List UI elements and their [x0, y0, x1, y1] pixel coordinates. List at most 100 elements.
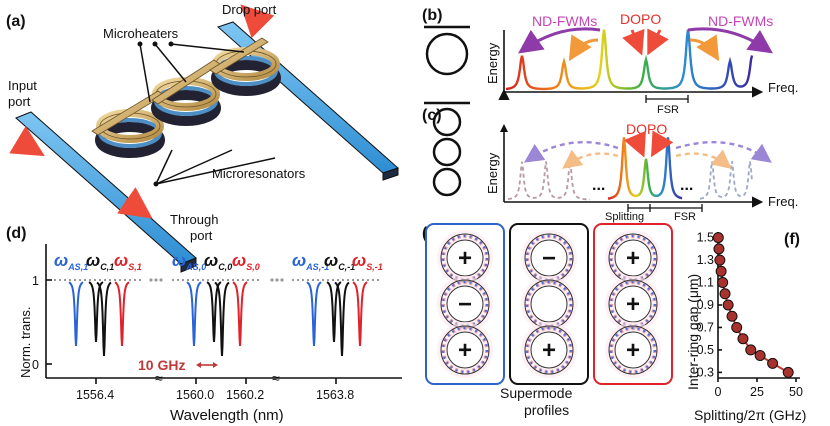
panel-f: (f) Inter-ring gap (μm) 1.5 1.3 1.1 0.9 0.7 0…: [685, 231, 806, 423]
input-arrow: [9, 125, 45, 157]
c-side-spectrum-left: [507, 161, 590, 201]
panel-d-label: (d): [6, 225, 26, 242]
b-freq-label: Freq.: [768, 80, 798, 95]
f-point-9: [737, 333, 749, 345]
c-arrow-orange-left: [562, 149, 619, 169]
d-dip-0-1: [88, 281, 104, 343]
f-ylabel: Inter-ring gap (μm): [685, 274, 701, 390]
f-point-6: [722, 299, 734, 311]
c-freq-label: Freq.: [768, 194, 798, 209]
d-label-1-c: ωC,0: [204, 251, 232, 272]
microheater-ring-2: [151, 77, 221, 126]
d-label-1-s: ωS,0: [232, 251, 260, 272]
d-xtick-3: 1560.2: [226, 388, 264, 402]
b-orange-arrow-left: [568, 34, 599, 62]
c-ellipsis-right: ...: [680, 177, 693, 194]
e-sign-0-0: +: [458, 245, 472, 272]
d-dip-1-1: [206, 281, 222, 343]
f-ytick-3: 0.9: [697, 298, 714, 312]
d-ytick-1: 1: [32, 274, 39, 288]
d-dip-2-3: [352, 281, 368, 347]
c-energy-label: Energy: [485, 152, 500, 194]
f-point-0: [712, 232, 724, 244]
triple-ring-icon-2: [432, 137, 462, 167]
c-fsr-label: FSR: [674, 211, 696, 223]
f-ytick-4: 0.7: [697, 320, 714, 334]
b-ndfwm-left: ND-FWMs: [532, 13, 597, 29]
d-dip-0-0: [68, 281, 84, 347]
panel-b: (b) Energy Freq. ND-FWMs ND-FWMs DOPO FS…: [422, 7, 798, 116]
b-fsr-label: FSR: [657, 104, 679, 116]
d-xlabel: Wavelength (nm): [170, 407, 284, 424]
f-point-5: [719, 288, 731, 300]
through-arrow: [117, 187, 153, 219]
b-fsr-bracket: [645, 95, 689, 103]
b-energy-label: Energy: [485, 42, 500, 84]
d-xtick-1: 1556.4: [76, 388, 114, 402]
c-arrow-purple-right: [675, 141, 772, 163]
f-ytick-1: 1.3: [697, 253, 714, 267]
d-dip-2-0: [306, 281, 322, 347]
d-axis-breaks: [149, 278, 284, 282]
c-arrow-purple-left: [524, 141, 619, 163]
e-sign-2-2: +: [626, 337, 640, 364]
c-ellipsis-left: ...: [592, 177, 605, 194]
d-xbreak-1: ≈: [155, 370, 163, 386]
d-dip-0-2: [96, 281, 112, 357]
microheater-ring-1: [95, 109, 165, 158]
triple-ring-icon-3: [432, 167, 462, 197]
d-ylabel: Norm. trans.: [18, 306, 33, 378]
e-supermode-0: +−+: [425, 223, 505, 385]
e-sign-0-1: −: [458, 291, 472, 318]
f-point-7: [726, 310, 738, 322]
b-ndfwm-right: ND-FWMs: [708, 13, 773, 29]
f-point-2: [714, 254, 726, 266]
f-xtick-2: 50: [789, 385, 803, 399]
c-resonance-spectrum: [607, 137, 683, 200]
c-dopo-arrow-left: [623, 130, 646, 158]
d-xtick-2: 1560.0: [176, 388, 214, 402]
f-point-10: [745, 344, 757, 356]
microheater-ring-3: [211, 47, 281, 96]
d-ytick-0: 0: [32, 358, 39, 372]
b-orange-arrow-right: [689, 34, 720, 62]
microheaters-label: Microheaters: [103, 26, 179, 41]
triple-ring-icon-1: [432, 107, 462, 137]
d-xbreak-2: ≈: [272, 370, 280, 386]
f-point-3: [715, 265, 727, 277]
f-point-11: [754, 350, 766, 362]
e-supermode-2: +++: [593, 223, 673, 385]
f-ytick-0: 1.5: [697, 231, 714, 245]
d-dip-1-3: [232, 281, 248, 347]
f-point-1: [713, 243, 725, 255]
f-point-4: [717, 277, 729, 289]
drop-port-label: Drop port: [222, 2, 277, 17]
f-xtick-0: 0: [715, 385, 722, 399]
microresonators-label: Microresonators: [212, 166, 306, 181]
b-dopo-label: DOPO: [620, 11, 661, 27]
f-ytick-6: 0.3: [697, 365, 714, 379]
f-ytick-5: 0.5: [697, 343, 714, 357]
panel-f-label: (f): [784, 231, 800, 248]
c-side-spectrum-right: [699, 161, 753, 200]
f-point-8: [731, 321, 743, 333]
d-label-2-s: ωS,-1: [352, 251, 383, 272]
e-sign-1-0: −: [542, 245, 556, 272]
panel-b-label: (b): [422, 7, 442, 24]
d-dip-1-0: [186, 281, 202, 347]
f-point-12: [767, 357, 779, 369]
f-point-13: [782, 366, 794, 378]
e-sign-2-1: +: [626, 291, 640, 318]
d-scale-label: 10 GHz: [138, 357, 185, 373]
f-ytick-2: 1.1: [697, 276, 714, 290]
d-xtick-4: 1563.8: [316, 388, 354, 402]
panel-a-label: (a): [6, 13, 26, 30]
callout-lines: [139, 43, 276, 185]
b-ndfwm-arrow-left: [518, 27, 601, 54]
